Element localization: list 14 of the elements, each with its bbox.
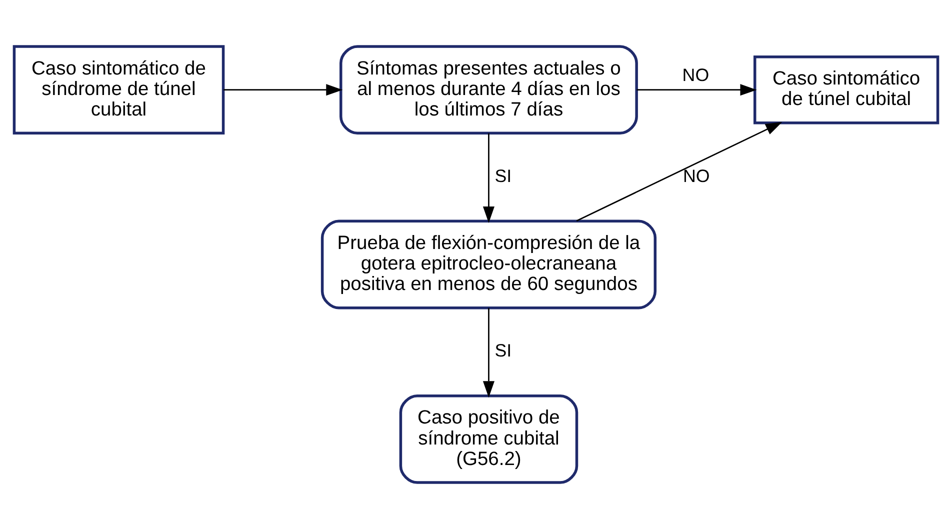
node-box: Prueba de flexión-compresión de la gotera epitrocleo-olecraneana positiva en menos de 60 segundos xyxy=(320,219,657,309)
arrow xyxy=(482,132,494,222)
node-box: Síntomas presentes actuales o al menos durante 4 días en los los últimos 7 días xyxy=(340,44,638,134)
edge-label: SI xyxy=(494,165,512,186)
arrow xyxy=(482,307,494,398)
arrow xyxy=(224,84,343,96)
arrow xyxy=(636,84,757,96)
edge-label: NO xyxy=(682,64,710,84)
edge-label: NO xyxy=(683,165,710,186)
node-box: Caso sintomático de túnel cubital xyxy=(753,54,940,124)
node-box: Caso sintomático de síndrome de túnel cubital xyxy=(12,44,225,134)
arrow xyxy=(576,122,782,221)
node-box: Caso positivo de síndrome cubital (G56.2) xyxy=(399,394,578,484)
edge-label: SI xyxy=(494,340,512,360)
